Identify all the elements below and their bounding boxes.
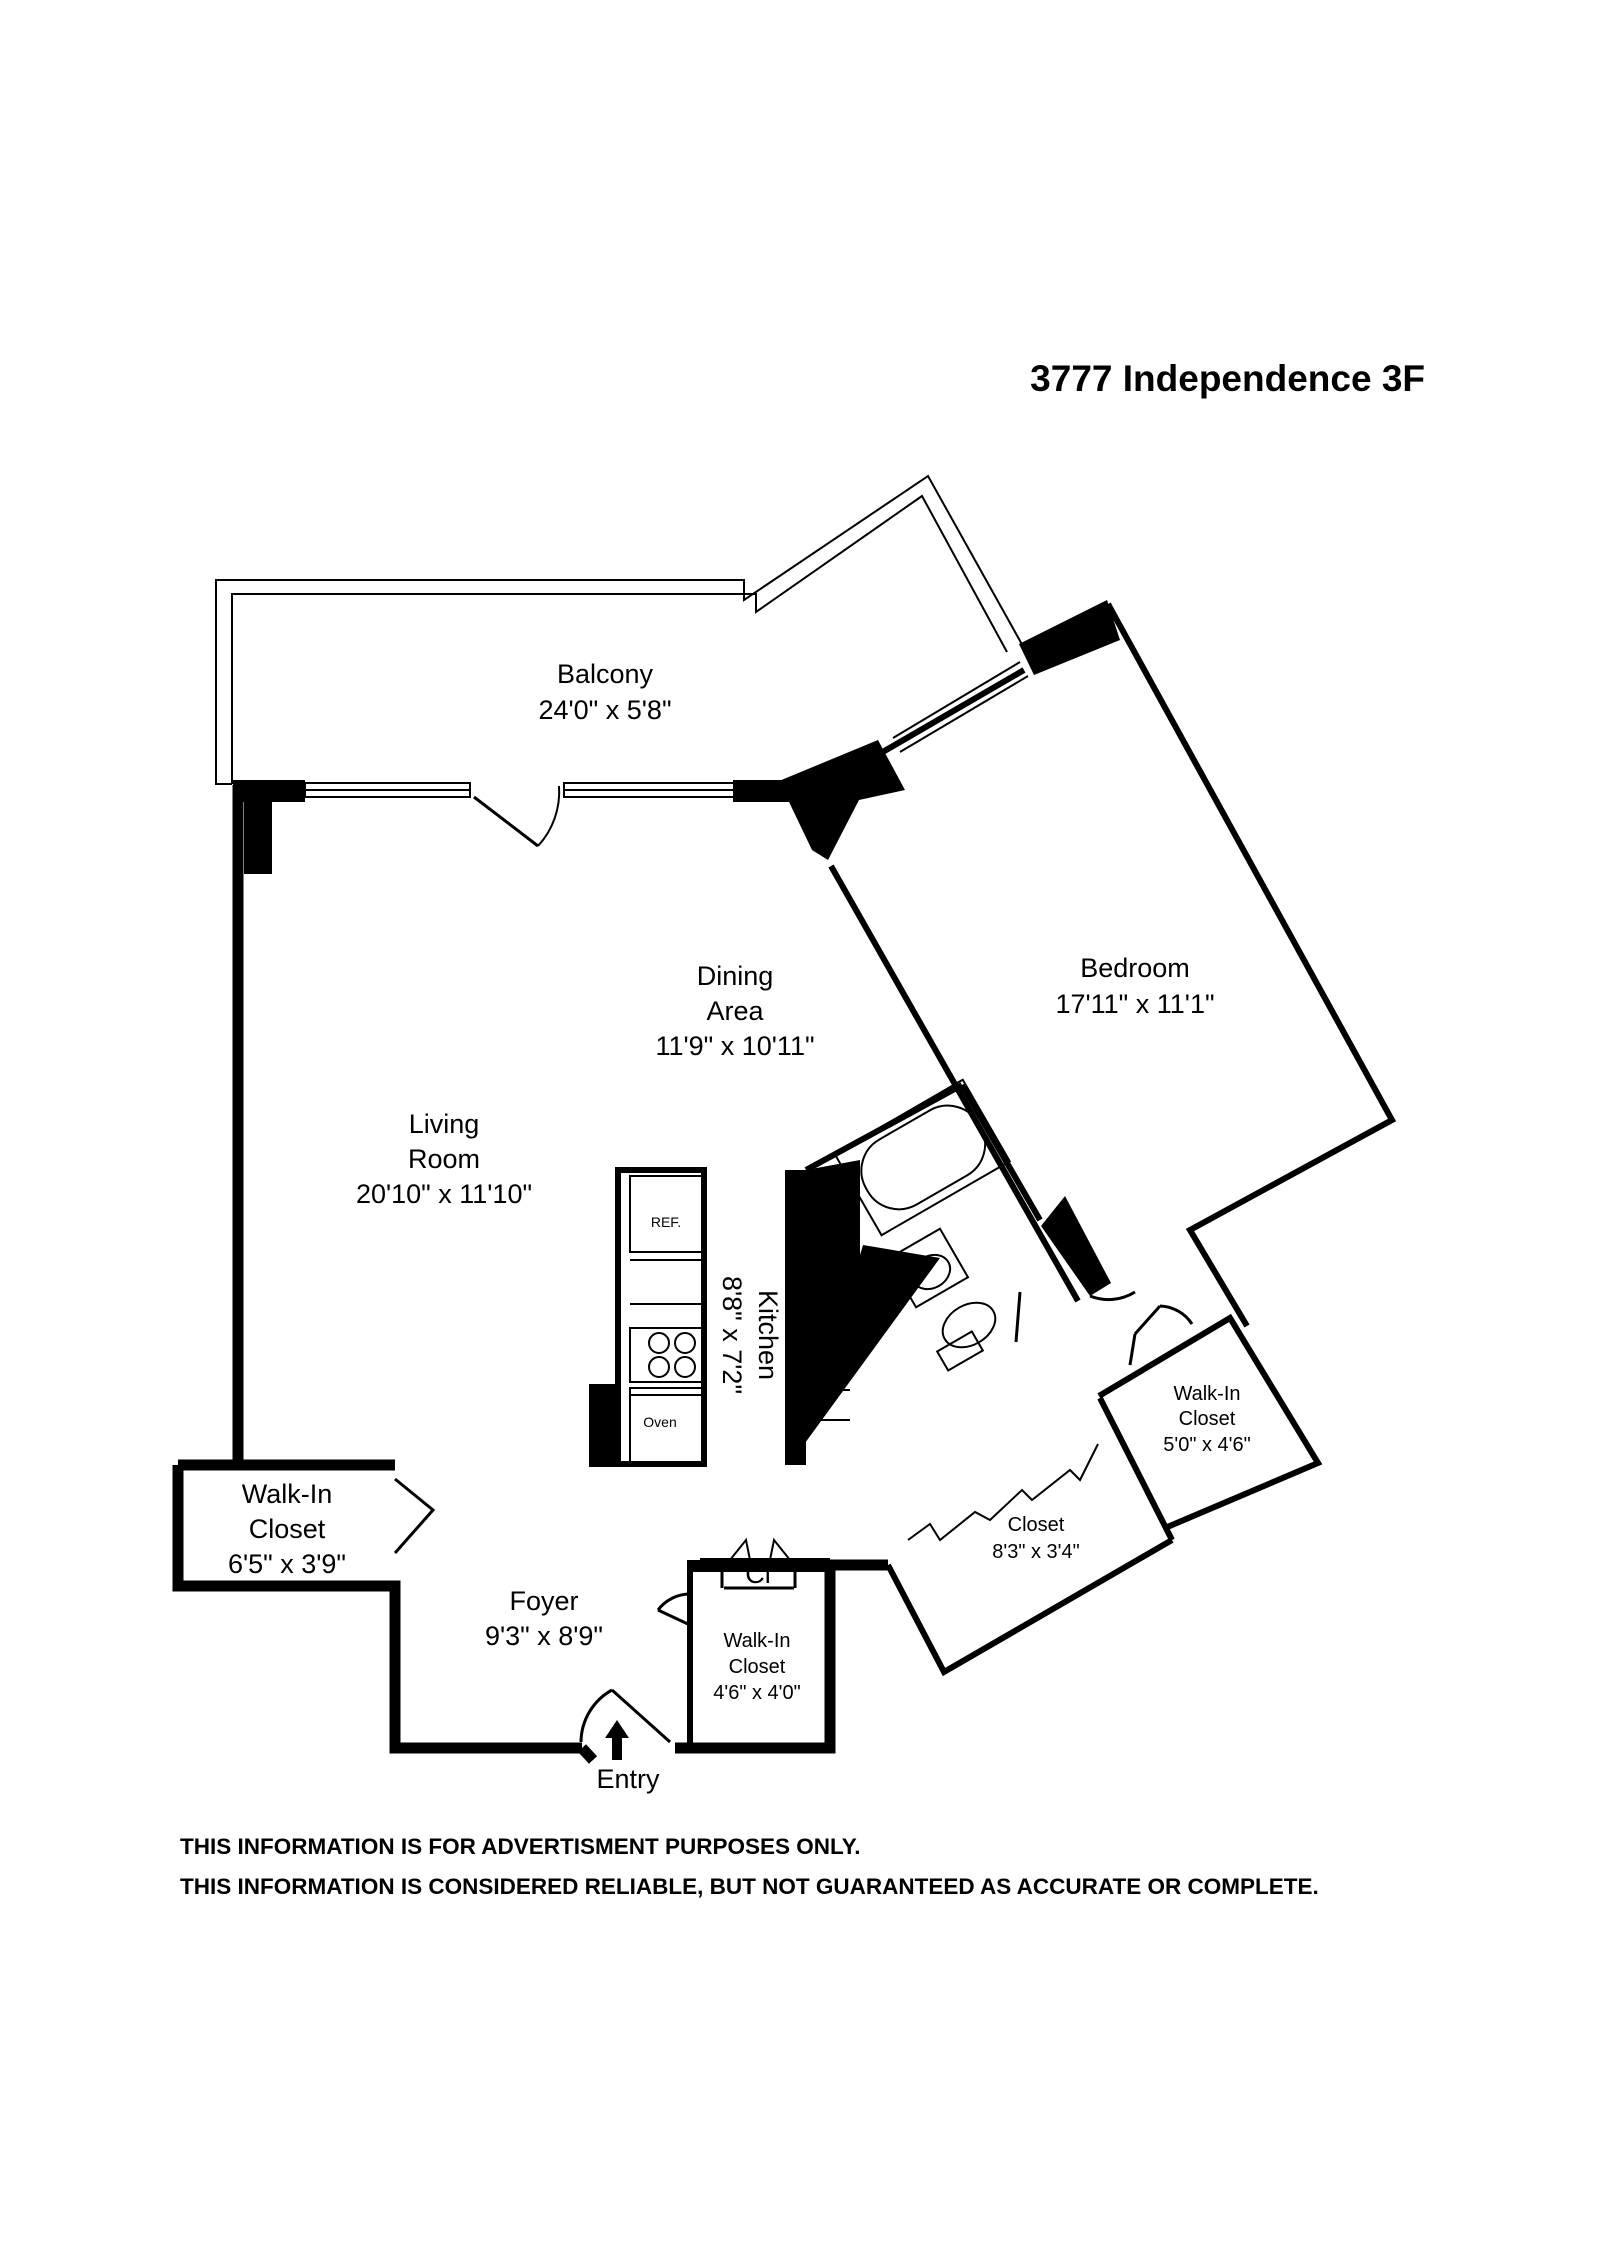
plan-title: 3777 Independence 3F (1030, 358, 1425, 399)
walkin-left-dims: 6'5" x 3'9" (228, 1549, 346, 1579)
dining-name-1: Dining (697, 961, 774, 991)
foyer-name: Foyer (509, 1586, 578, 1616)
exterior-walls (172, 785, 888, 1764)
entry-label: Entry (596, 1764, 660, 1794)
bathroom (804, 1078, 1043, 1372)
kitchen-counters (615, 1167, 851, 1467)
disclaimer-line-2: THIS INFORMATION IS CONSIDERED RELIABLE,… (180, 1874, 1319, 1899)
fixture-ref: REF. (651, 1214, 681, 1230)
living-dims: 20'10" x 11'10" (356, 1179, 532, 1209)
walkin-small-name-1: Walk-In (723, 1630, 790, 1652)
dining-name-2: Area (706, 996, 764, 1026)
bedroom-name: Bedroom (1080, 953, 1190, 983)
doors (393, 1290, 1194, 1760)
balcony-dims: 24'0" x 5'8" (538, 695, 671, 725)
walkin-right-name-1: Walk-In (1173, 1383, 1240, 1405)
disclaimer-line-1: THIS INFORMATION IS FOR ADVERTISMENT PUR… (180, 1834, 861, 1859)
living-windows (304, 782, 735, 848)
kitchen-dims: 8'8" x 7'2" (717, 1276, 747, 1394)
walkin-right-name-2: Closet (1179, 1408, 1236, 1430)
walkin-left-name-1: Walk-In (242, 1479, 333, 1509)
closets (687, 1313, 1323, 1751)
cl-label: Cl (745, 1559, 771, 1589)
foyer-dims: 9'3" x 8'9" (485, 1621, 603, 1651)
balcony-name: Balcony (557, 659, 654, 689)
dining-dims: 11'9" x 10'11" (655, 1031, 814, 1061)
bedroom-dims: 17'11" x 11'1" (1055, 989, 1214, 1019)
living-name-2: Room (408, 1144, 480, 1174)
walkin-right-dims: 5'0" x 4'6" (1163, 1434, 1250, 1456)
walkin-small-name-2: Closet (729, 1656, 786, 1678)
fixture-dw: DW (812, 1242, 836, 1258)
kitchen-name: Kitchen (753, 1290, 783, 1380)
living-name-1: Living (409, 1109, 480, 1139)
walkin-small-dims: 4'6" x 4'0" (713, 1682, 800, 1704)
balcony-outline (215, 474, 1025, 785)
closet-dims: 8'3" x 3'4" (992, 1541, 1079, 1563)
closet-name: Closet (1008, 1514, 1065, 1536)
walkin-left-name-2: Closet (249, 1514, 326, 1544)
wall-blocks (233, 600, 1120, 1572)
fixture-oven: Oven (643, 1414, 676, 1430)
